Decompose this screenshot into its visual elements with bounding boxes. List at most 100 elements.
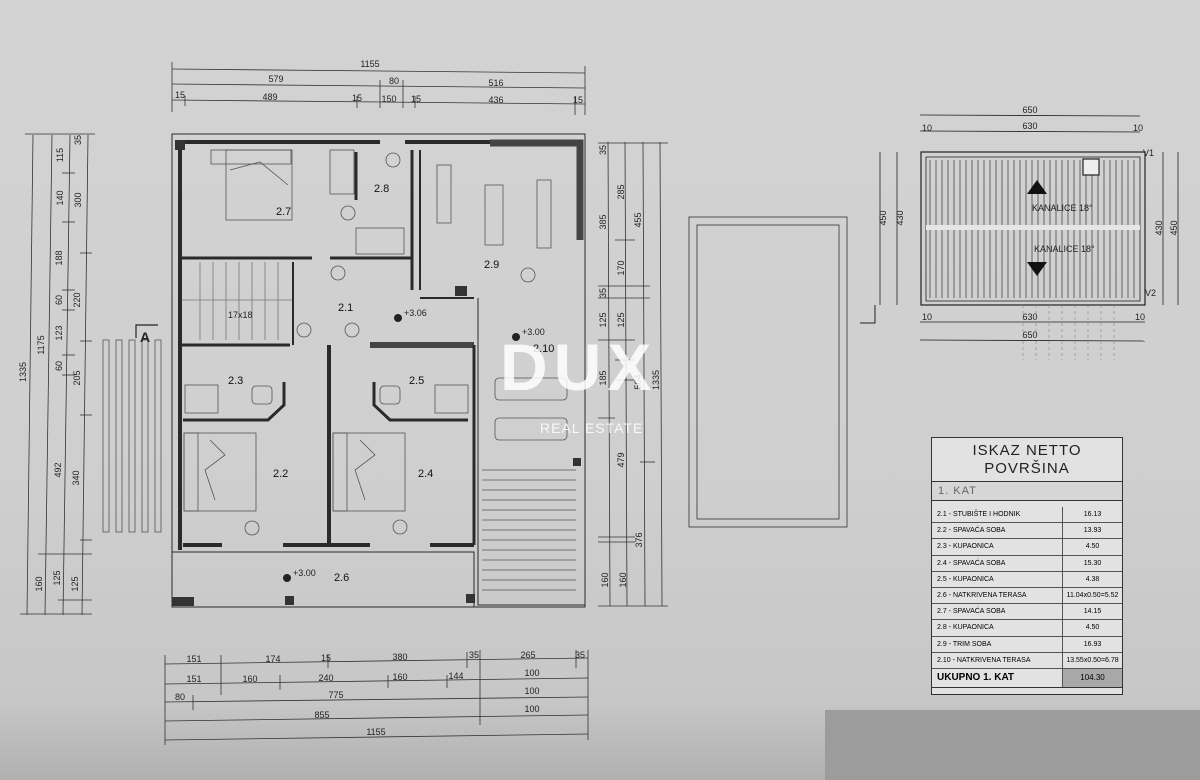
svg-text:151: 151 [186, 674, 201, 684]
svg-text:140: 140 [55, 190, 65, 205]
roof-ridge [926, 225, 1140, 230]
svg-text:489: 489 [262, 92, 277, 102]
vertex-v2: V2 [1145, 288, 1156, 298]
column [175, 140, 185, 150]
svg-text:516: 516 [488, 78, 503, 88]
svg-text:340: 340 [71, 470, 81, 485]
svg-text:160: 160 [34, 576, 44, 591]
building-walls [171, 133, 586, 608]
stair-label: 17x18 [228, 310, 253, 320]
elevation-terrace-east: +3.00 [522, 327, 545, 337]
svg-text:100: 100 [524, 686, 539, 696]
svg-text:80: 80 [389, 76, 399, 86]
svg-text:650: 650 [1022, 105, 1037, 115]
column [455, 286, 467, 296]
svg-text:376: 376 [634, 532, 644, 547]
slope-up-arrow-icon [1027, 180, 1047, 194]
svg-text:125: 125 [52, 570, 62, 585]
svg-text:160: 160 [600, 572, 610, 587]
column [466, 594, 475, 603]
svg-text:60: 60 [54, 295, 64, 305]
svg-text:430: 430 [895, 210, 905, 225]
svg-text:115: 115 [55, 148, 65, 162]
room-label-2-6: 2.6 [334, 572, 349, 584]
column [172, 597, 194, 606]
elevation-hall: +3.06 [404, 308, 427, 318]
section-marker: A [140, 329, 150, 345]
svg-text:125: 125 [616, 312, 626, 327]
room-label-2-4: 2.4 [418, 468, 433, 480]
svg-text:265: 265 [520, 650, 535, 660]
svg-text:160: 160 [242, 674, 257, 684]
room-label-2-2: 2.2 [273, 468, 288, 480]
svg-text:15: 15 [175, 90, 185, 100]
svg-text:100: 100 [524, 704, 539, 714]
svg-text:300: 300 [73, 192, 83, 207]
svg-text:170: 170 [616, 260, 626, 275]
svg-text:205: 205 [72, 370, 82, 385]
svg-text:479: 479 [616, 452, 626, 467]
area-table-title: ISKAZ NETTO POVRŠINA [932, 438, 1122, 482]
watermark-subtitle: REAL ESTATE [540, 420, 644, 436]
svg-text:504: 504 [633, 374, 643, 389]
svg-text:285: 285 [616, 184, 626, 199]
room-label-2-7: 2.7 [276, 206, 291, 218]
svg-text:35: 35 [73, 135, 83, 145]
svg-text:220: 220 [72, 292, 82, 307]
svg-text:35: 35 [469, 650, 479, 660]
roof-label-bottom: KANALICE 18° [1034, 244, 1095, 254]
svg-text:144: 144 [448, 671, 463, 681]
svg-text:185: 185 [598, 370, 608, 385]
svg-text:579: 579 [268, 74, 283, 84]
svg-text:775: 775 [328, 690, 343, 700]
roof-label-top: KANALICE 18° [1032, 203, 1093, 213]
watermark-brand: DUX [500, 330, 658, 404]
svg-text:10: 10 [922, 123, 932, 133]
svg-text:151: 151 [186, 654, 201, 664]
svg-text:60: 60 [54, 361, 64, 371]
svg-text:160: 160 [618, 572, 628, 587]
svg-text:455: 455 [633, 212, 643, 227]
svg-text:80: 80 [175, 692, 185, 702]
area-table-floor: 1. KAT [932, 482, 1122, 501]
svg-text:855: 855 [314, 710, 329, 720]
svg-text:160: 160 [392, 672, 407, 682]
chimney [1082, 158, 1100, 176]
background-patch [825, 710, 1200, 780]
svg-text:35: 35 [575, 650, 585, 660]
svg-text:150: 150 [381, 94, 396, 104]
svg-text:125: 125 [598, 312, 608, 327]
elevation-terrace-south: +3.00 [293, 568, 316, 578]
svg-text:15: 15 [352, 93, 362, 103]
column [285, 596, 294, 605]
section-a-slats [102, 324, 162, 533]
svg-text:125: 125 [70, 576, 80, 591]
svg-text:100: 100 [524, 668, 539, 678]
svg-text:10: 10 [922, 312, 932, 322]
pool [688, 216, 848, 528]
room-label-2-3: 2.3 [228, 375, 243, 387]
svg-text:436: 436 [488, 95, 503, 105]
svg-text:174: 174 [265, 654, 280, 664]
svg-text:240: 240 [318, 673, 333, 683]
vertex-v1: V1 [1143, 148, 1154, 158]
svg-text:15: 15 [411, 94, 421, 104]
svg-text:15: 15 [321, 653, 331, 663]
svg-text:430: 430 [1154, 220, 1164, 235]
room-label-2-1: 2.1 [338, 302, 353, 314]
svg-text:492: 492 [53, 462, 63, 477]
svg-text:385: 385 [598, 214, 608, 229]
area-table: ISKAZ NETTO POVRŠINA 1. KAT 2.1 - STUBIŠ… [931, 437, 1123, 695]
column [573, 458, 581, 466]
elevation-marker-icon [283, 314, 520, 582]
svg-text:450: 450 [878, 210, 888, 225]
svg-text:35: 35 [598, 145, 608, 155]
